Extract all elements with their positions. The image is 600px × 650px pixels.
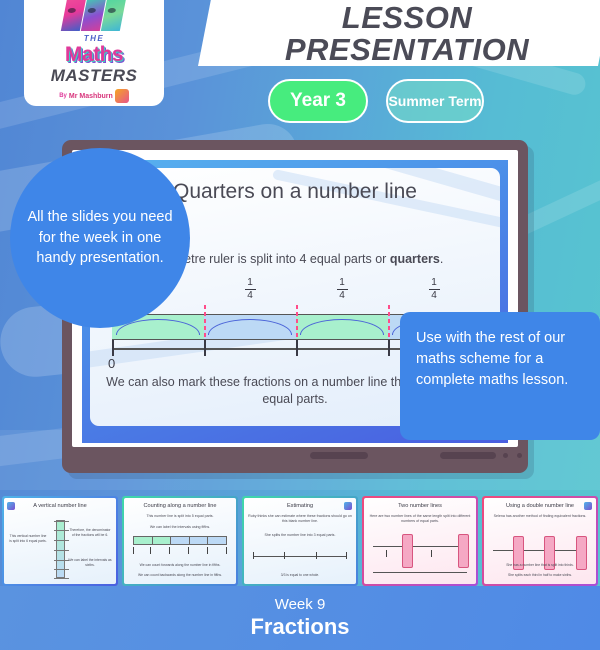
thumbnail-content: Counting along a number line This number…	[124, 498, 236, 584]
fraction-numerator: 1	[247, 277, 253, 288]
slide-body-bold: quarters	[389, 252, 440, 266]
slide-footer-text: We can also mark these fractions on a nu…	[106, 375, 484, 406]
thumbnail-subtitle: We can label the intervals using fifths.	[149, 525, 211, 529]
thumbnail-slide-2[interactable]: Counting along a number line This number…	[122, 496, 238, 586]
fraction-label: 1 4	[419, 278, 449, 301]
logo-by-prefix: By	[59, 93, 67, 99]
logo-maths-text: Maths	[64, 43, 124, 66]
thumbnail-slide-4[interactable]: Two number lines Here are two number lin…	[362, 496, 478, 586]
segment-marker	[204, 305, 206, 339]
thumbnail-note: We can label the intervals as sixths.	[68, 558, 112, 568]
axis-tick	[204, 340, 206, 356]
footer-topic-label: Fractions	[250, 614, 350, 639]
thumbnail-title: Two number lines	[398, 503, 442, 509]
thumbnail-badge-icon	[7, 502, 15, 510]
axis-tick	[296, 340, 298, 356]
slide-body-text: This metre ruler is split into 4 equal p…	[90, 252, 500, 266]
monitor-indicator-dot	[517, 453, 522, 458]
page-title: LESSON PRESENTATION	[284, 0, 530, 68]
monitor-speaker	[310, 452, 368, 459]
thumbnail-slide-3[interactable]: Estimating Ruby thinks she can estimate …	[242, 496, 358, 586]
monitor-speaker	[440, 452, 496, 459]
footer-week-label: Week 9	[274, 596, 326, 613]
thumbnail-subtitle: Selena has another method of finding equ…	[493, 514, 587, 518]
thumbnail-note: We can count forwards along the number l…	[139, 562, 221, 567]
thumbnail-note: 3/3 is equal to one whole.	[280, 572, 320, 577]
brand-logo: THE Maths MASTERS By Mr Mashburn	[24, 0, 164, 106]
fraction-denominator: 4	[247, 290, 253, 302]
thumbnail-title: A vertical number line	[33, 503, 87, 509]
segment-marker	[388, 305, 390, 339]
thumbnail-subtitle: Here are two number lines of the same le…	[369, 514, 471, 524]
logo-the-text: THE	[83, 34, 105, 43]
thumbnail-slide-5[interactable]: Using a double number line Selena has an…	[482, 496, 598, 586]
thumbnail-number-line	[492, 550, 588, 551]
fraction-denominator: 4	[431, 290, 437, 302]
thumbnail-number-line	[252, 556, 348, 557]
thumbnail-title: Counting along a number line	[143, 503, 217, 509]
thumbnail-badge-icon	[344, 502, 352, 510]
fraction-bar	[336, 289, 348, 291]
segment-arc	[299, 319, 385, 335]
fraction-numerator: 1	[339, 277, 345, 288]
fraction-bar	[244, 289, 256, 291]
logo-by-brand: Mr Mashburn	[68, 92, 113, 100]
footer-bar: Week 9 Fractions	[0, 586, 600, 650]
thumbnail-content: Using a double number line Selena has an…	[484, 498, 596, 584]
thumbnail-subtitle: She splits the number line into 3 equal …	[264, 533, 336, 537]
thumbnail-subtitle: Ruby thinks she can estimate where these…	[248, 514, 352, 524]
segment-marker	[296, 305, 298, 339]
fraction-denominator: 4	[339, 290, 345, 302]
ruler-segment	[204, 305, 296, 339]
thumbnail-content: Estimating Ruby thinks she can estimate …	[244, 498, 356, 584]
ruler-segment	[296, 305, 388, 339]
thumbnail-note: Therefore, the denominator of the fracti…	[69, 528, 111, 538]
vertical-number-line	[54, 520, 69, 579]
fraction-numerator: 1	[431, 277, 437, 288]
thumbnail-slide-1[interactable]: A vertical number line This vertical num…	[2, 496, 118, 586]
slide-body-post: .	[439, 252, 444, 266]
thumbnail-note: This vertical number line is split into …	[9, 534, 47, 544]
thumbnail-content: Two number lines Here are two number lin…	[364, 498, 476, 584]
fraction-label: 1 4	[327, 278, 357, 301]
thumbnail-note: She has a number line that is split into…	[506, 562, 574, 567]
thumbnail-title: Estimating	[286, 503, 314, 509]
thumbnail-highlight-box	[513, 536, 525, 570]
year-badge[interactable]: Year 3	[268, 79, 368, 123]
logo-masks-icon	[60, 0, 127, 32]
thumbnail-highlight-box	[458, 534, 470, 568]
thumbnail-note: We can count backwards along the number …	[138, 572, 222, 577]
slide-body-pre: This metre ruler is split into 4 equal p…	[146, 252, 390, 266]
thumbnail-highlight-box	[575, 536, 587, 570]
thumbnail-badge-icon	[584, 502, 592, 510]
thumbnail-highlight-box	[544, 536, 556, 570]
thumbnail-content: A vertical number line This vertical num…	[4, 498, 116, 584]
logo-byline: By Mr Mashburn	[59, 89, 129, 103]
axis-tick	[388, 340, 390, 356]
fraction-label: 1 4	[235, 278, 265, 301]
thumbnail-subtitle: This number line is split into 5 equal p…	[146, 514, 214, 518]
thumbnail-number-line	[372, 546, 468, 547]
fraction-bar	[428, 289, 440, 291]
thumbnail-strip: A vertical number line This vertical num…	[0, 496, 600, 586]
thumbnail-number-line	[372, 572, 468, 573]
axis-tick	[112, 340, 114, 356]
thumbnail-note: She splits each third in half to make si…	[507, 572, 573, 577]
logo-face-icon	[114, 89, 129, 103]
callout-circle: All the slides you need for the week in …	[10, 148, 190, 328]
badge-row: Year 3 Summer Term	[268, 79, 484, 123]
logo-masters-text: MASTERS	[50, 66, 138, 85]
monitor-indicator-dot	[503, 453, 508, 458]
thumbnail-number-line	[132, 536, 228, 545]
segment-arc	[207, 319, 293, 335]
thumbnail-title: Using a double number line	[505, 503, 575, 509]
callout-rect: Use with the rest of our maths scheme fo…	[400, 312, 600, 440]
term-badge[interactable]: Summer Term	[386, 79, 484, 123]
slide-title: Quarters on a number line	[173, 180, 417, 203]
axis-zero-label: 0	[108, 356, 116, 371]
thumbnail-highlight-box	[402, 534, 414, 568]
